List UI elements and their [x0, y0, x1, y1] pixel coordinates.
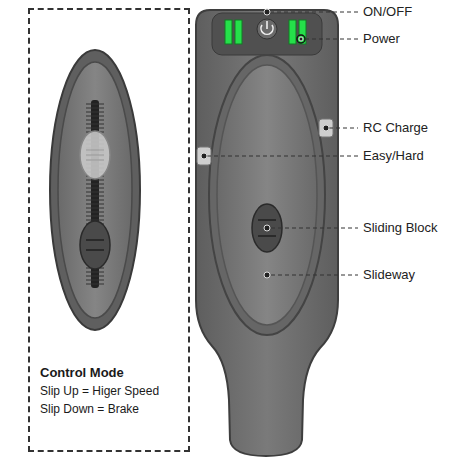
slideway-tick: [86, 272, 104, 273]
slideway-tick: [86, 284, 104, 285]
callout-label: Slideway: [363, 267, 415, 283]
slideway-tick: [86, 276, 104, 277]
slideway-tick: [86, 240, 104, 241]
slideway-tick: [258, 236, 276, 237]
slideway-tick: [86, 128, 104, 129]
slideway-tick: [86, 200, 104, 201]
mode-heading: Control Mode: [40, 364, 159, 382]
callout-label: Sliding Block: [363, 220, 437, 236]
slideway-tick: [86, 112, 104, 113]
slideway-tick: [86, 160, 104, 161]
control-mode-panel: [50, 50, 140, 330]
callout-label: RC Charge: [363, 120, 428, 136]
slideway-tick: [86, 216, 104, 217]
slideway-tick: [86, 204, 104, 205]
slideway-tick: [86, 192, 104, 193]
slideway-tick: [258, 220, 276, 221]
control-mode-box: Control ModeSlip Up = Higer SpeedSlip Do…: [28, 8, 190, 452]
callout-dots: [201, 9, 329, 278]
text-holder: Control ModeSlip Up = Higer SpeedSlip Do…: [40, 364, 159, 418]
slideway-tick: [86, 104, 104, 105]
mode-line: Slip Up = Higer Speed: [40, 382, 159, 400]
remote-body: [196, 10, 338, 456]
slideway-tick: [86, 280, 104, 281]
slideway-tick: [86, 120, 104, 121]
slideway-tick: [86, 196, 104, 197]
callout-label: ON/OFF: [363, 4, 412, 20]
slideway-tick: [86, 116, 104, 117]
slideway-tick: [86, 184, 104, 185]
slideway-tick: [86, 124, 104, 125]
mode-line: Slip Down = Brake: [40, 400, 159, 418]
slideway-tick: [86, 208, 104, 209]
slideway-tick: [86, 212, 104, 213]
callout-label: Easy/Hard: [363, 148, 424, 164]
callout-leaders: [207, 12, 358, 275]
slideway-tick: [86, 188, 104, 189]
callout-label: Power: [363, 31, 400, 47]
slideway-tick: [86, 108, 104, 109]
